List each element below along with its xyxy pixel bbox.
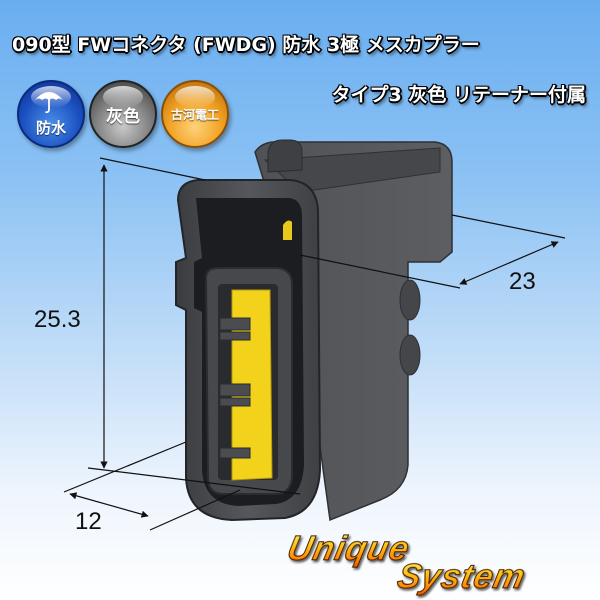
dimension-lines [63,157,566,531]
manufacturer-label: 古河電工 [170,107,219,122]
color-label: 灰色 [106,106,140,127]
waterproof-label: 防水 [35,118,66,137]
product-title-line2: タイプ3 灰色 リテーナー付属 [331,84,586,106]
product-title-line1: 090型 FWコネクタ (FWDG) 防水 3極 メスカプラー [12,34,480,56]
dimension-width: 12 [75,508,102,535]
logo-line1: Unique [284,530,414,569]
dimension-depth: 23 [509,268,536,295]
logo-line2: System [394,558,530,597]
waterproof-badge: 防水 [17,80,85,148]
dimension-height: 25.3 [34,306,81,333]
connector-body [175,139,453,522]
color-gray-badge: 灰色 [89,80,157,148]
manufacturer-badge: 古河電工 [161,80,229,148]
